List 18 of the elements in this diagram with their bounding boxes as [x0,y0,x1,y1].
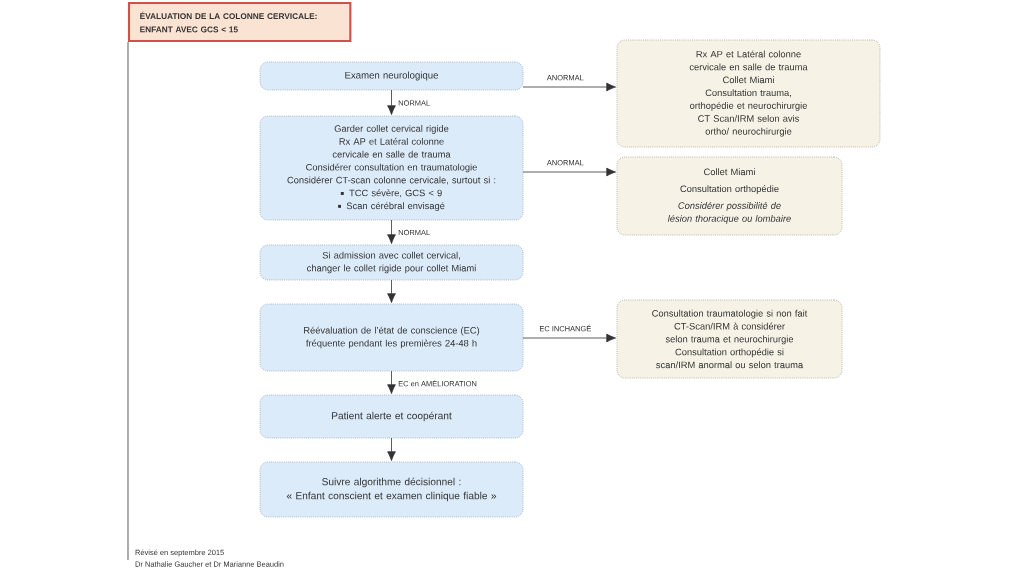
arrow [387,219,396,244]
process-box: Suivre algorithme décisionnel : « Enfant conscient et examen clinique fiable » [259,461,524,518]
action-box: Rx AP et Latéral colonne cervicale en salle de trauma Collet Miami Consultation trauma, orthopédie et neurochirurgie CT Scan/IRM selon avis ortho/ neurochirurgie [616,39,881,148]
arrow [387,89,396,115]
process-box: Garder collet cervical rigide Rx AP et Latéral colonne cervicale en salle de trauma Considérer consultation en traumatologie Considérer CT-scan colonne cervicale, surtout si : TCC sévère, GCS < 9 Scan cérébral envisagé [259,115,524,221]
process-box: Examen neurologique [259,61,524,91]
arrow [387,437,396,461]
arrow [387,279,396,303]
arrow [522,82,616,92]
process-box: Réévaluation de l’état de conscience (EC) fréquente pendant les premières 24-48 h [259,303,524,372]
arrow [522,167,616,177]
arrow [522,333,616,343]
process-box: Patient alerte et coopérant [259,394,524,439]
arrow [387,370,396,394]
action-box: Collet Miami Consultation orthopédie Considérer possibilité de lésion thoracique ou lombaire [616,156,843,236]
action-box: Consultation traumatologie si non fait CT-Scan/IRM à considérer selon trauma et neurochirurgie Consultation orthopédie si scan/IRM anormal ou selon trauma [616,299,843,379]
process-box: Si admission avec collet cervical, changer le collet rigide pour collet Miami [259,244,524,281]
title-box: ÉVALUATION DE LA COLONNE CERVICALE: ENFANT AVEC GCS < 15 [127,1,352,43]
